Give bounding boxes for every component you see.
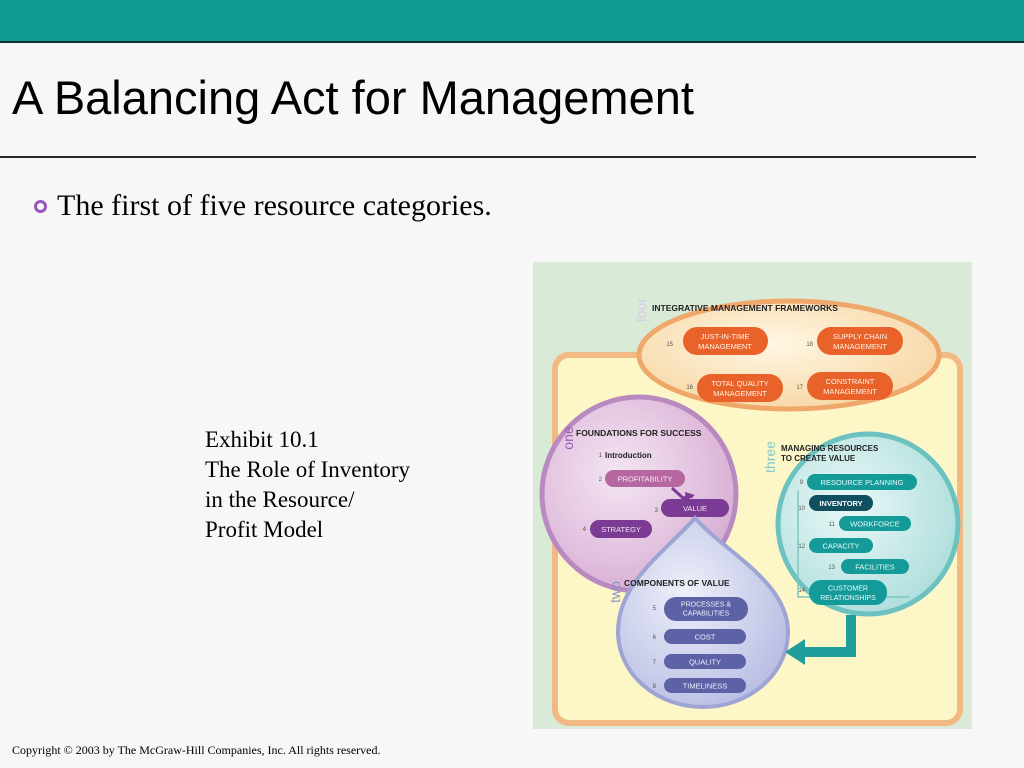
- title-divider: [0, 156, 976, 158]
- inventory-pill-highlighted: [809, 495, 873, 511]
- pill-label: CONSTRAINT: [826, 377, 875, 386]
- resource-profit-model-figure: four INTEGRATIVE MANAGEMENT FRAMEWORKS 1…: [533, 262, 972, 729]
- bullet-icon: [34, 199, 47, 213]
- pill-label: RESOURCE PLANNING: [821, 478, 904, 487]
- supply-chain-pill: [817, 327, 903, 355]
- pill-label: RELATIONSHIPS: [820, 595, 876, 602]
- item-number: 9: [800, 480, 804, 486]
- top-accent-bar: [0, 0, 1024, 43]
- item-number: 3: [655, 508, 659, 514]
- value-pill: [661, 499, 729, 517]
- item-number: 2: [599, 477, 603, 483]
- section-four: four INTEGRATIVE MANAGEMENT FRAMEWORKS 1…: [633, 298, 942, 412]
- facilities-pill: [841, 559, 909, 574]
- item-number: 10: [798, 506, 805, 512]
- item-number: 13: [828, 565, 835, 571]
- processes-pill: [664, 597, 748, 621]
- pill-label: JUST-IN-TIME: [701, 332, 750, 341]
- pill-label: MANAGEMENT: [698, 342, 752, 351]
- arrow-head: [685, 492, 695, 501]
- bullet-text: The first of five resource categories.: [57, 189, 492, 222]
- pill-label: PROFITABILITY: [618, 475, 673, 484]
- section-three: three MANAGING RESOURCES TO CREATE VALUE…: [762, 431, 961, 617]
- pill-label: CAPABILITIES: [683, 611, 730, 618]
- pill-label: PROCESSES &: [681, 602, 732, 609]
- pill-label: FACILITIES: [855, 563, 895, 572]
- bullet-item: The first of five resource categories.: [34, 189, 492, 223]
- item-number: 4: [583, 527, 587, 533]
- pill-label: COST: [695, 633, 716, 642]
- caption-line: Exhibit 10.1: [205, 427, 319, 452]
- pill-label: STRATEGY: [601, 525, 641, 534]
- resource-profit-diagram: four INTEGRATIVE MANAGEMENT FRAMEWORKS 1…: [533, 262, 972, 729]
- caption-line: in the Resource/: [205, 487, 355, 512]
- resource-planning-pill: [807, 474, 917, 490]
- customer-relationships-pill: [809, 580, 887, 605]
- item-number: 17: [796, 385, 803, 391]
- item-number: 15: [666, 342, 673, 348]
- pill-label: SUPPLY CHAIN: [833, 332, 887, 341]
- strategy-pill: [590, 520, 652, 538]
- section-one-numeral: one: [560, 426, 576, 450]
- pill-label: MANAGEMENT: [833, 342, 887, 351]
- copyright-footer: Copyright © 2003 by The McGraw-Hill Comp…: [12, 743, 381, 757]
- item-number: 7: [653, 660, 657, 666]
- total-quality-pill: [697, 374, 783, 402]
- caption-line: The Role of Inventory: [205, 457, 411, 482]
- pill-label: VALUE: [683, 504, 707, 513]
- profitability-pill: [605, 470, 685, 487]
- introduction-label: Introduction: [605, 451, 652, 460]
- section-two-numeral: two: [607, 581, 623, 603]
- capacity-pill: [809, 538, 873, 553]
- section-four-heading: INTEGRATIVE MANAGEMENT FRAMEWORKS: [652, 303, 838, 313]
- pill-label: TIMELINESS: [683, 682, 728, 691]
- cost-pill: [664, 629, 746, 644]
- constraint-pill: [807, 372, 893, 400]
- section-two-heading: COMPONENTS OF VALUE: [624, 578, 730, 588]
- timeliness-pill: [664, 678, 746, 693]
- pill-label: CAPACITY: [823, 542, 860, 551]
- workforce-pill: [839, 516, 911, 531]
- section-two: two COMPONENTS OF VALUE 5 PROCESSES & CA…: [607, 514, 791, 709]
- just-in-time-pill: [683, 327, 768, 355]
- quality-pill: [664, 654, 746, 669]
- item-number: 16: [686, 385, 693, 391]
- item-number: 6: [653, 635, 657, 641]
- item-number: 1: [599, 453, 603, 459]
- pill-label: CUSTOMER: [828, 586, 868, 593]
- pill-label: QUALITY: [689, 658, 721, 667]
- pill-label: MANAGEMENT: [823, 387, 877, 396]
- section-three-numeral: three: [762, 441, 778, 473]
- section-three-heading: MANAGING RESOURCES: [781, 444, 879, 453]
- exhibit-caption: Exhibit 10.1 The Role of Inventory in th…: [205, 425, 410, 545]
- pill-label: WORKFORCE: [850, 520, 900, 529]
- pill-label: TOTAL QUALITY: [711, 379, 768, 388]
- section-four-bubble: [636, 298, 942, 412]
- slide-title: A Balancing Act for Management: [12, 71, 694, 124]
- section-one-heading: FOUNDATIONS FOR SUCCESS: [576, 428, 702, 438]
- item-number: 8: [653, 684, 657, 690]
- pill-label: MANAGEMENT: [713, 389, 767, 398]
- return-arrow-head: [785, 639, 805, 665]
- item-number: 12: [798, 544, 805, 550]
- return-arrow-shaft: [801, 615, 856, 657]
- caption-line: Profit Model: [205, 517, 324, 542]
- item-number: 18: [806, 342, 813, 348]
- item-number: 11: [829, 522, 836, 528]
- pill-label: INVENTORY: [819, 499, 862, 508]
- section-three-heading: TO CREATE VALUE: [781, 454, 856, 463]
- item-number: 5: [653, 606, 657, 612]
- section-four-numeral: four: [633, 298, 649, 322]
- item-number: 14: [798, 588, 805, 594]
